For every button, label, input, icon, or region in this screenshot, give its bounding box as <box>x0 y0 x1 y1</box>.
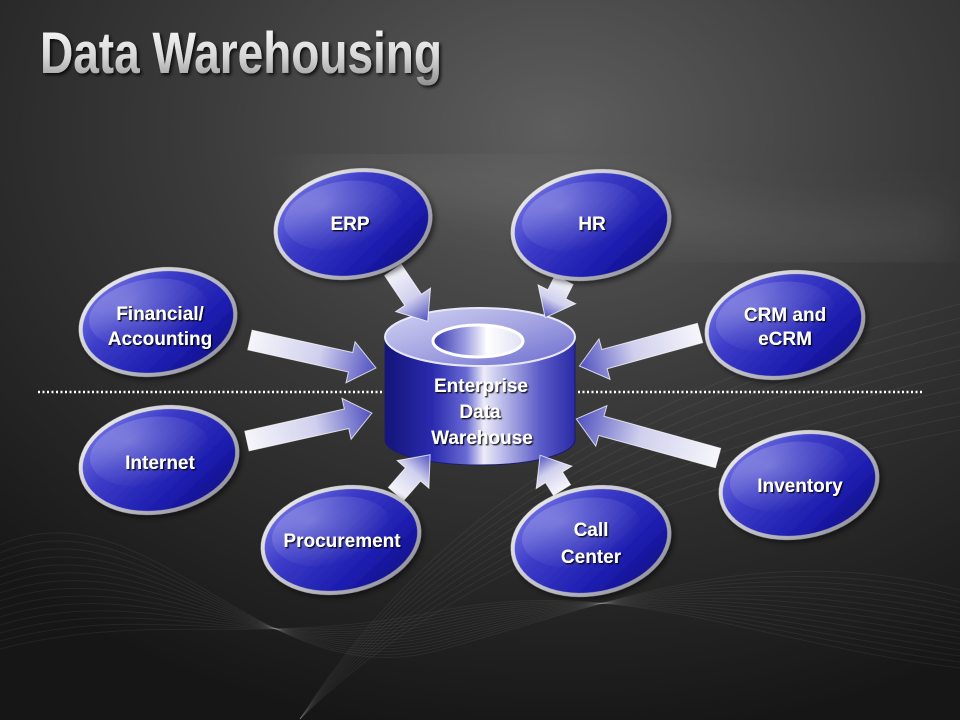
flow-arrows <box>244 263 722 502</box>
background-swirl-line <box>0 564 960 647</box>
node-crm-ecrm: CRM and eCRM <box>704 269 866 381</box>
node-financial-accounting-label-line-1: Financial/ <box>116 304 204 325</box>
background-swirl-line <box>0 601 960 663</box>
background-swirl-line <box>0 595 960 639</box>
slide-title: Data Warehousing <box>40 21 442 86</box>
node-hr: HR <box>510 169 672 281</box>
background-swirl-line <box>0 602 960 645</box>
background-swirl-line <box>0 572 960 645</box>
node-erp: ERP <box>273 168 433 280</box>
node-call-center: Call Center <box>510 485 672 597</box>
background-swirl-line <box>0 532 960 658</box>
background-swirl-line <box>0 540 960 656</box>
node-internet-highlight <box>90 416 209 487</box>
node-crm-ecrm-highlight <box>716 281 835 352</box>
background-swirls <box>0 303 960 720</box>
arrow-procurement-to-warehouse <box>387 454 431 502</box>
background-swirl-line <box>299 345 960 720</box>
warehouse-cylinder-body <box>384 336 576 466</box>
warehouse-label-line-1: Enterprise <box>434 376 528 397</box>
arrow-call-center-to-warehouse <box>535 454 573 497</box>
arrow-internet-to-warehouse <box>244 397 373 452</box>
node-financial-accounting-highlight <box>89 278 208 349</box>
node-financial-accounting-label-line-2: Accounting <box>108 329 213 350</box>
node-procurement-label: Procurement <box>283 531 401 552</box>
background-swirl-line <box>0 602 960 657</box>
node-inventory-label: Inventory <box>757 476 843 497</box>
node-hr-highlight <box>522 181 641 252</box>
background-swirl-line <box>0 599 960 669</box>
background-swirl-line <box>0 587 960 639</box>
background-swirl-line <box>299 331 960 720</box>
enterprise-data-warehouse: Enterprise Data Warehouse <box>384 307 576 466</box>
node-erp-highlight <box>284 180 403 251</box>
node-internet: Internet <box>78 404 240 516</box>
background-swirl-line <box>0 602 960 651</box>
arrow-financial-to-warehouse <box>247 329 377 384</box>
node-procurement: Procurement <box>260 484 422 596</box>
background-swirl-line <box>0 580 960 642</box>
warehouse-cylinder-hole <box>431 323 525 359</box>
node-inventory: Inventory <box>718 429 880 541</box>
node-erp-label: ERP <box>330 214 369 235</box>
node-financial-accounting: Financial/ Accounting <box>78 267 238 377</box>
arrow-crm-to-warehouse <box>578 322 704 381</box>
node-inventory-highlight <box>730 441 849 512</box>
arrow-inventory-to-warehouse <box>575 404 722 469</box>
node-call-center-label-line-2: Center <box>561 547 622 568</box>
arrow-hr-to-warehouse <box>537 274 577 319</box>
warehouse-label-line-3: Warehouse <box>431 428 533 449</box>
node-internet-label: Internet <box>125 453 195 474</box>
node-crm-ecrm-label-line-1: CRM and <box>744 305 826 326</box>
arrow-erp-to-warehouse <box>384 263 432 323</box>
node-call-center-label-line-1: Call <box>574 520 609 541</box>
node-procurement-highlight <box>272 496 391 567</box>
background-swirl-line <box>0 548 960 653</box>
background-swirl-line <box>0 556 960 650</box>
node-call-center-highlight <box>522 497 641 568</box>
background-swirl-line <box>299 359 960 720</box>
warehouse-label-line-2: Data <box>459 402 501 423</box>
node-hr-label: HR <box>578 214 606 235</box>
node-crm-ecrm-label-line-2: eCRM <box>758 329 812 350</box>
